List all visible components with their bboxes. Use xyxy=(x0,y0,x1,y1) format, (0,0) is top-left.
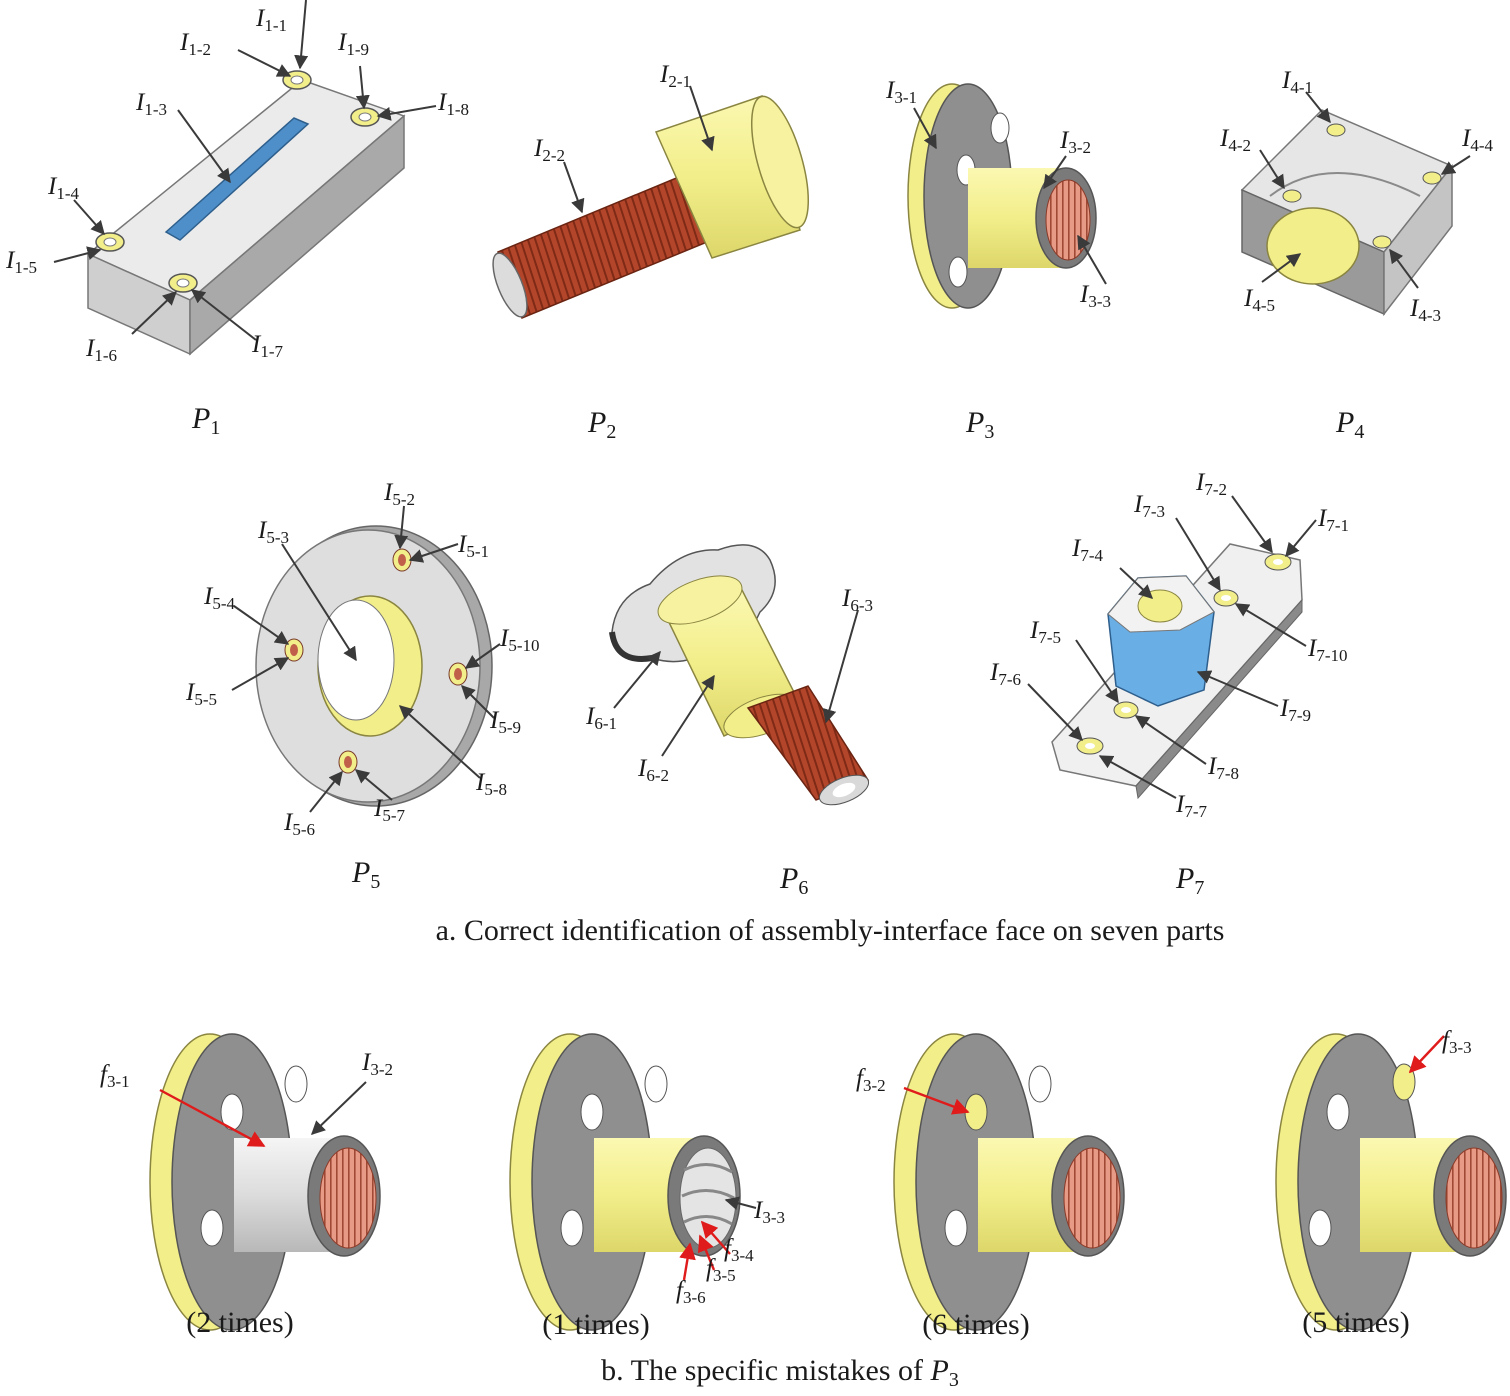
label-i7-8: I7-8 xyxy=(1207,753,1239,783)
label-f3-5: f3-5 xyxy=(706,1255,736,1285)
label-i1-5: I1-5 xyxy=(5,247,37,277)
mistake-1-drawing xyxy=(149,1033,381,1331)
part-p7-drawing xyxy=(1051,543,1303,800)
mistake-1-count: (2 times) xyxy=(186,1306,293,1339)
label-f3-1: f3-1 xyxy=(100,1061,130,1091)
part-label-p5: P5 xyxy=(351,856,380,893)
part-p1-leaders xyxy=(53,0,437,341)
mistake-4-count: (5 times) xyxy=(1302,1306,1409,1339)
part-p4-drawing xyxy=(1240,109,1454,317)
label-i7-3: I7-3 xyxy=(1133,491,1165,521)
label-f3-4: f3-4 xyxy=(724,1235,754,1265)
label-i7-9: I7-9 xyxy=(1279,695,1311,725)
mistake-3-arrow-f3-2 xyxy=(903,1086,970,1115)
label-mistake2-i3-3: I3-3 xyxy=(753,1197,785,1227)
caption-a: a. Correct identification of assembly-in… xyxy=(436,914,1225,947)
label-i5-3: I5-3 xyxy=(257,517,289,547)
part-p6-leaders xyxy=(613,609,859,757)
label-i7-10: I7-10 xyxy=(1307,635,1348,665)
label-i7-6: I7-6 xyxy=(989,659,1021,689)
label-i1-1: I1-1 xyxy=(255,5,287,35)
label-f3-6: f3-6 xyxy=(676,1277,706,1307)
part-label-p6: P6 xyxy=(779,862,808,899)
label-i2-1: I2-1 xyxy=(659,61,691,91)
label-mistake1-i3-2: I3-2 xyxy=(361,1049,393,1079)
label-i5-10: I5-10 xyxy=(499,625,540,655)
mistake-3-drawing xyxy=(893,1033,1125,1331)
mistake-2-arrow-f3-6 xyxy=(679,1242,696,1281)
label-i5-6: I5-6 xyxy=(283,809,315,839)
label-i4-2: I4-2 xyxy=(1219,125,1251,155)
label-i3-2: I3-2 xyxy=(1059,127,1091,157)
label-i5-7: I5-7 xyxy=(373,795,405,825)
part-label-p4: P4 xyxy=(1335,406,1364,443)
mistake-1-arrow-f3-1 xyxy=(159,1088,266,1148)
label-i4-3: I4-3 xyxy=(1409,295,1441,325)
label-i4-5: I4-5 xyxy=(1243,285,1275,315)
label-i1-2: I1-2 xyxy=(179,29,211,59)
label-i7-4: I7-4 xyxy=(1071,535,1103,565)
label-i6-3: I6-3 xyxy=(841,585,873,615)
mistake-2-arrow-i3-3 xyxy=(724,1196,757,1211)
label-i5-2: I5-2 xyxy=(383,479,415,509)
label-i7-5: I7-5 xyxy=(1029,617,1061,647)
mistake-2-drawing xyxy=(509,1033,741,1331)
part-p7-leaders xyxy=(1027,495,1317,799)
label-i4-4: I4-4 xyxy=(1461,125,1493,155)
part-p3-leaders xyxy=(913,107,1107,285)
label-i5-5: I5-5 xyxy=(185,679,217,709)
label-i5-9: I5-9 xyxy=(489,707,521,737)
part-p4-leaders xyxy=(1259,91,1471,289)
mistake-4-drawing xyxy=(1275,1033,1507,1331)
part-p1-drawing xyxy=(86,70,406,356)
label-i1-6: I1-6 xyxy=(85,335,117,365)
label-i7-2: I7-2 xyxy=(1195,469,1227,499)
part-label-p2: P2 xyxy=(587,406,616,443)
label-i1-9: I1-9 xyxy=(337,29,369,59)
label-i3-3: I3-3 xyxy=(1079,281,1111,311)
label-i1-8: I1-8 xyxy=(437,89,469,119)
mistake-2-arrow-f3-4 xyxy=(700,1220,731,1255)
mistake-1-arrow-i3-2 xyxy=(310,1081,367,1135)
label-i6-2: I6-2 xyxy=(637,755,669,785)
part-label-p1: P1 xyxy=(191,402,220,439)
part-p5-drawing xyxy=(255,525,493,807)
label-i3-1: I3-1 xyxy=(885,77,917,107)
label-i5-1: I5-1 xyxy=(457,531,489,561)
label-i4-1: I4-1 xyxy=(1281,67,1313,97)
mistake-2-count: (1 times) xyxy=(542,1308,649,1341)
label-i5-8: I5-8 xyxy=(475,769,507,799)
part-p2-leaders xyxy=(563,85,715,214)
mistake-2-arrow-f3-5 xyxy=(697,1234,716,1271)
part-p2-drawing xyxy=(492,95,810,319)
label-i1-3: I1-3 xyxy=(135,89,167,119)
mistake-3-count: (6 times) xyxy=(922,1308,1029,1341)
label-i1-7: I1-7 xyxy=(251,331,283,361)
label-f3-3: f3-3 xyxy=(1442,1027,1472,1057)
label-i7-1: I7-1 xyxy=(1317,505,1349,535)
part-p5-leaders xyxy=(231,505,501,813)
part-label-p3: P3 xyxy=(965,406,994,443)
label-i7-7: I7-7 xyxy=(1175,791,1207,821)
label-i6-1: I6-1 xyxy=(585,703,617,733)
label-f3-2: f3-2 xyxy=(856,1065,886,1095)
label-i2-2: I2-2 xyxy=(533,135,565,165)
mistake-4-arrow-f3-3 xyxy=(1408,1035,1445,1074)
part-label-p7: P7 xyxy=(1175,862,1204,899)
part-p3-drawing xyxy=(907,83,1097,309)
label-i5-4: I5-4 xyxy=(203,583,235,613)
caption-b: b. The specific mistakes of P3 xyxy=(601,1354,959,1391)
label-i1-4: I1-4 xyxy=(47,173,79,203)
part-p6-drawing xyxy=(609,544,870,806)
